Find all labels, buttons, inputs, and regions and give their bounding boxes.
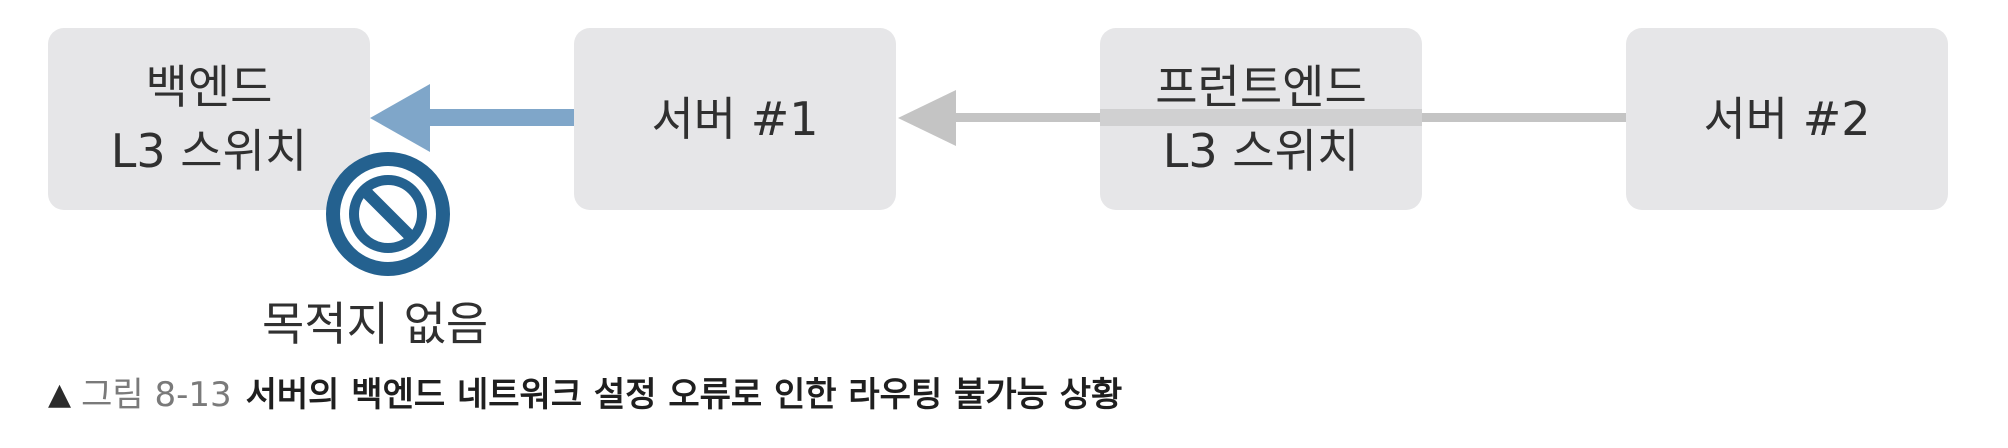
backend-l3-switch-node: 백엔드 L3 스위치 xyxy=(48,28,370,210)
server1-node: 서버 #1 xyxy=(574,28,896,210)
server2-label: 서버 #2 xyxy=(1703,92,1871,146)
blue-route-arrow xyxy=(370,84,576,152)
server1-label: 서버 #1 xyxy=(651,92,819,146)
frontend-l3-switch-line2: L3 스위치 xyxy=(1162,124,1360,178)
frontend-l3-switch-line1: 프런트엔드 xyxy=(1155,60,1367,114)
server2-node: 서버 #2 xyxy=(1626,28,1948,210)
figure-number: 그림 8-13 xyxy=(81,375,232,415)
backend-l3-switch-line2: L3 스위치 xyxy=(110,124,308,178)
no-destination-label: 목적지 없음 xyxy=(262,297,489,351)
frontend-l3-switch-node: 프런트엔드 L3 스위치 xyxy=(1100,28,1422,210)
figure-title: 서버의 백엔드 네트워크 설정 오류로 인한 라우팅 불가능 상황 xyxy=(245,375,1123,415)
backend-l3-switch-line1: 백엔드 xyxy=(145,60,273,114)
caption-marker: ▲ xyxy=(48,377,72,412)
figure-caption: ▲ 그림 8-13 서버의 백엔드 네트워크 설정 오류로 인한 라우팅 불가능… xyxy=(48,372,1122,418)
